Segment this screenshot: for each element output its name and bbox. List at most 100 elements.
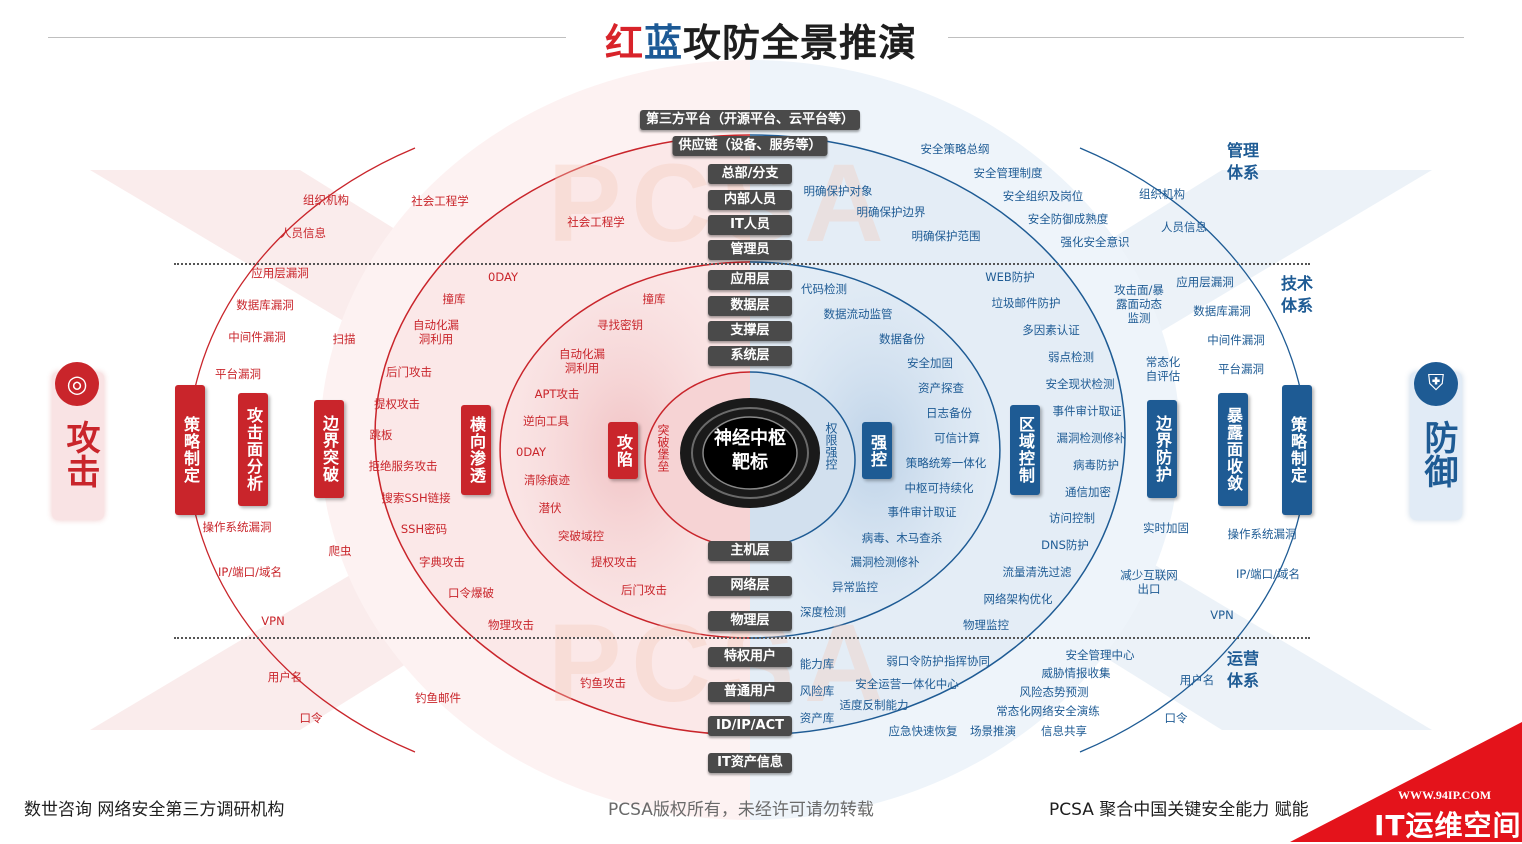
blue-text: 代码检测 [801,282,847,296]
red-text: 爬虫 [328,544,352,558]
footer-center: PCSA版权所有，未经许可请勿转载 [608,800,874,820]
red-text: 搜索SSH链接 [381,491,451,505]
red-text: 0DAY [488,270,518,284]
attack-bar-compromise: 攻陷 [608,422,638,479]
blue-text: 中枢可持续化 [904,481,974,495]
defense-bar-boundary: 边界防护 [1147,400,1177,498]
blue-text: 安全管理中心 [1065,648,1135,662]
defense-bar-strategy-label: 策略制定 [1288,416,1307,484]
layer-support: 支撑层 [708,321,792,341]
attack-bar-surface-label: 攻击面分析 [244,407,263,492]
blue-text: 明确保护边界 [856,205,926,219]
blue-text: 常态化自评估 [1145,355,1181,383]
red-text: 自动化漏洞利用 [559,347,605,375]
layer-supply-chain: 供应链（设备、服务等） [672,136,828,156]
blue-text: 安全防御成熟度 [1027,212,1109,226]
red-text: 撞库 [642,292,666,306]
layer-internal-staff: 内部人员 [708,190,792,210]
layer-host: 主机层 [708,541,792,561]
red-text: VPN [261,614,285,628]
red-text: 平台漏洞 [215,367,261,381]
defense-bar-exposure: 暴露面收敛 [1218,393,1248,506]
red-text: 自动化漏洞利用 [413,318,459,346]
blue-text: 流量清洗过滤 [1002,565,1072,579]
red-text: 扫描 [332,332,356,346]
badge-text: IT运维空间 [1374,809,1522,842]
red-text: 口令爆破 [448,586,494,600]
blue-text: 数据流动监管 [823,307,893,321]
red-text: 清除痕迹 [524,473,570,487]
system-operations: 运营体系 [1226,649,1259,690]
layer-id-ip-act: ID/IP/ACT [708,716,792,736]
blue-text: 组织机构 [1139,187,1185,201]
center-line1: 神经中枢 [714,428,786,449]
shield-icon: ⛨ [1414,362,1458,406]
blue-text: 资产探查 [918,381,964,395]
red-text: 社会工程学 [411,194,469,208]
title-blue: 蓝 [643,21,683,65]
red-text: 中间件漏洞 [228,330,286,344]
red-text: IP/端口/域名 [217,565,283,579]
target-icon: ◎ [55,362,99,406]
red-text: APT攻击 [534,387,580,401]
red-text: 后门攻击 [386,365,432,379]
blue-text: 可信计算 [934,431,980,445]
blue-text: 应用层漏洞 [1176,275,1234,289]
red-text: 提权攻击 [374,397,420,411]
blue-text: 异常监控 [832,580,878,594]
blue-text: 实时加固 [1143,521,1189,535]
attack-bar-breach: 边界突破 [314,400,344,498]
blue-text: 病毒防护 [1073,458,1119,472]
blue-text: 明确保护对象 [803,184,873,198]
layer-system: 系统层 [708,346,792,366]
layer-admin: 管理员 [708,240,792,260]
attack-bar-lateral-label: 横向渗透 [467,416,486,484]
attack-bar-lateral: 横向渗透 [461,405,491,495]
blue-text: 威胁情报收集 [1041,666,1111,680]
blue-text: 常态化网络安全演练 [996,704,1100,718]
blue-text: 平台漏洞 [1218,362,1264,376]
blue-text: 安全策略总纲 [920,142,990,156]
footer-right: PCSA 聚合中国关键安全能力 赋能 [1049,800,1309,820]
red-text: 后门攻击 [621,583,667,597]
red-text: 突破域控 [558,529,604,543]
blue-text: 日志备份 [926,406,972,420]
blue-text: 操作系统漏洞 [1227,527,1297,541]
blue-text: VPN [1210,608,1234,622]
defense-label: 防御 [1418,420,1458,488]
badge-url: WWW.94IP.COM [1398,788,1492,802]
blue-text: 减少互联网出口 [1120,568,1178,596]
corner-badge-bg [1290,722,1522,842]
blue-text: 口令 [1164,711,1188,725]
blue-text: 用户名 [1179,673,1215,687]
blue-text: 漏洞检测修补 [1056,431,1126,445]
blue-text: IP/端口/域名 [1235,567,1301,581]
separator-top [174,263,1310,265]
blue-text: 攻击面/暴露面动态监测 [1114,283,1164,325]
center-right-arc-label: 权限强控 [824,422,838,470]
layer-privileged-user: 特权用户 [708,647,792,667]
blue-text: 能力库 [799,657,835,671]
blue-text: 策略统筹一体化 [905,456,987,470]
red-text: SSH密码 [400,522,448,536]
title-rule-right [948,37,1464,38]
red-text: 人员信息 [280,226,326,240]
blue-text: 事件审计取证 [887,505,957,519]
red-text: 物理攻击 [488,618,534,632]
red-text: 应用层漏洞 [251,266,309,280]
red-text: 用户名 [267,670,303,684]
red-text: 组织机构 [303,193,349,207]
blue-text: 人员信息 [1161,220,1207,234]
blue-text: 弱口令防护 [886,654,944,668]
blue-text: 物理监控 [963,618,1009,632]
title-red: 红 [604,21,644,65]
layer-network: 网络层 [708,576,792,596]
separator-bottom [174,637,1310,639]
red-text: 跳板 [369,428,393,442]
system-technical: 技术体系 [1280,274,1313,315]
red-text: 字典攻击 [419,555,465,569]
attack-bar-breach-label: 边界突破 [320,415,339,483]
blue-text: 风险态势预测 [1019,685,1089,699]
layer-third-party: 第三方平台（开源平台、云平台等） [639,110,861,130]
red-text: 钓鱼邮件 [415,691,461,705]
